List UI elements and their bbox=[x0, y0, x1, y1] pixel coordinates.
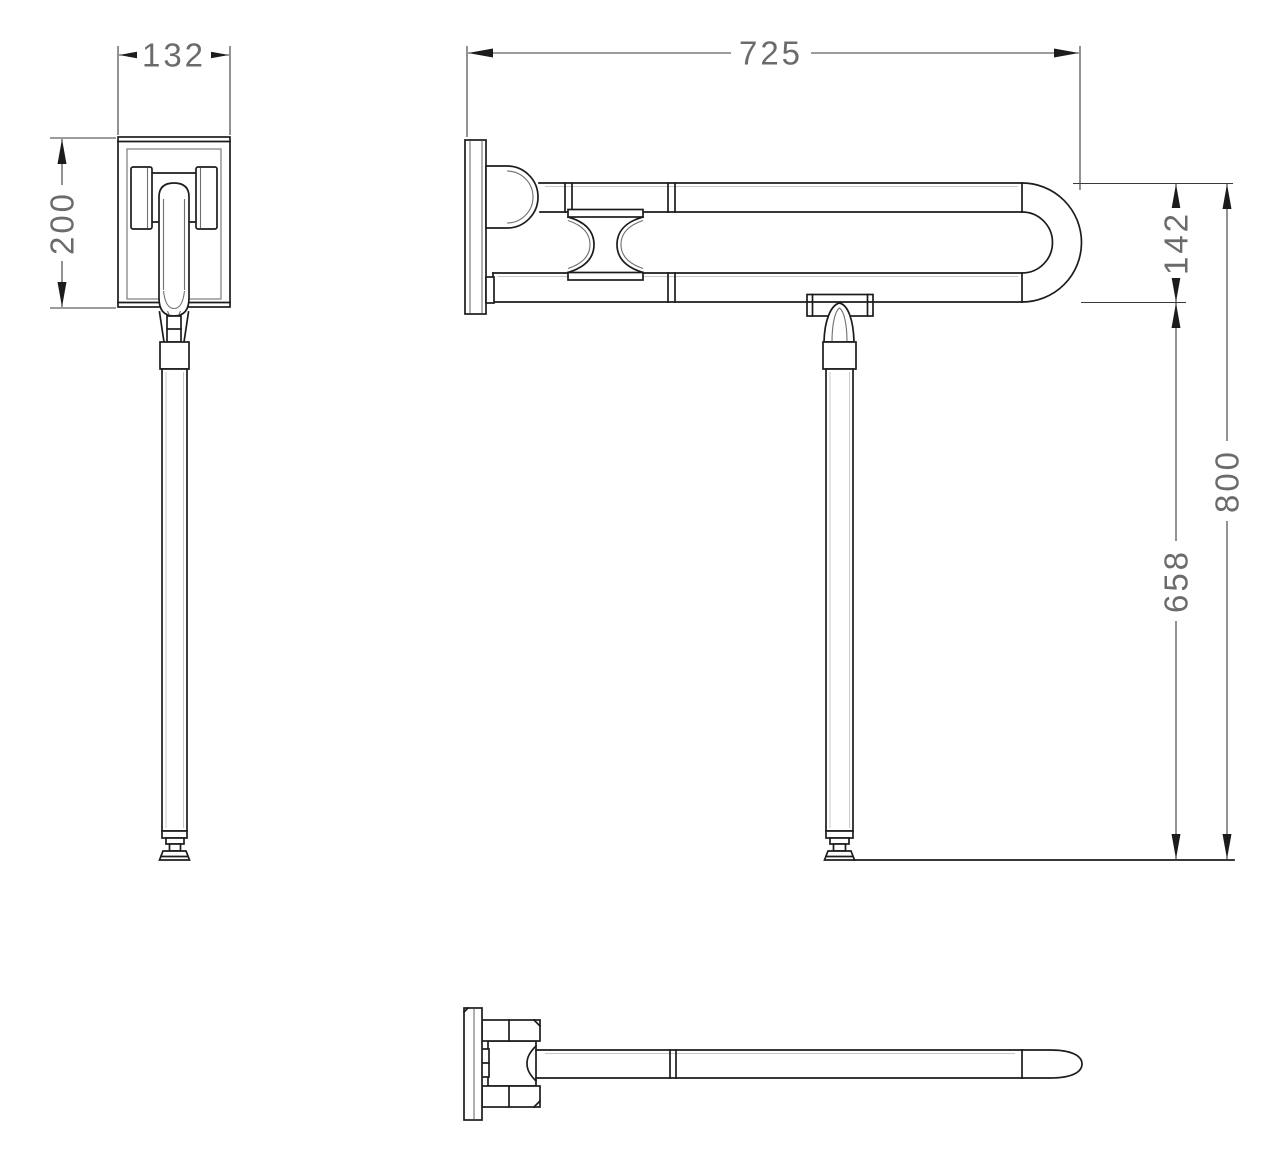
dim-arrow-up-icon bbox=[1171, 303, 1181, 328]
support-leg-side bbox=[825, 368, 854, 832]
pivot-spool bbox=[566, 208, 645, 281]
dim-arrow-down-icon bbox=[57, 282, 67, 307]
mount-roller-right bbox=[195, 166, 218, 230]
dim-leg-height: 658 bbox=[1158, 303, 1195, 859]
dim-arrow-left-icon bbox=[468, 48, 493, 58]
dim-side-length: 725 bbox=[466, 35, 1081, 190]
side-view: 725 bbox=[464, 35, 1246, 861]
dim-arrow-down-icon bbox=[1222, 834, 1232, 859]
hinge-bracket bbox=[485, 165, 539, 229]
leg-foot-front bbox=[158, 830, 191, 861]
dim-arrow-up-icon bbox=[1222, 184, 1232, 209]
dim-arrow-right-icon bbox=[1054, 48, 1079, 58]
wall-plate-side bbox=[464, 139, 487, 315]
leg-hinge-knuckle bbox=[823, 302, 855, 343]
handle-tube-front bbox=[158, 182, 190, 319]
rail-u-bend bbox=[1021, 182, 1083, 303]
dim-arrow-up-icon bbox=[1171, 184, 1181, 209]
mount-roller-left bbox=[130, 166, 153, 230]
support-leg-front bbox=[161, 368, 188, 832]
dim-label-rail-height: 142 bbox=[1158, 211, 1195, 275]
rail-top-tube bbox=[538, 182, 1023, 213]
leg-collar-side bbox=[822, 341, 857, 370]
leg-foot-side bbox=[823, 830, 856, 861]
dim-label-front-width: 132 bbox=[142, 37, 206, 74]
fold-hinge-front bbox=[158, 311, 190, 343]
dim-label-side-length: 725 bbox=[739, 35, 803, 72]
rail-tube-plan bbox=[535, 1049, 1023, 1079]
dim-arrow-down-icon bbox=[1171, 834, 1181, 859]
dim-overall-height: 800 bbox=[1209, 184, 1246, 859]
dim-label-leg-height: 658 bbox=[1158, 549, 1195, 613]
dim-front-width: 132 bbox=[117, 37, 231, 135]
dim-front-height: 200 bbox=[44, 137, 116, 309]
wall-plate-plan bbox=[462, 1006, 483, 1121]
plan-view bbox=[462, 1006, 1083, 1121]
dim-arrow-down-icon bbox=[1171, 277, 1181, 302]
leg-collar-front bbox=[159, 341, 190, 370]
mount-bracket-plan bbox=[480, 1018, 542, 1109]
dim-arrow-up-icon bbox=[57, 139, 67, 164]
front-view: 132 200 bbox=[44, 37, 231, 861]
dim-label-front-height: 200 bbox=[44, 191, 81, 255]
rail-bottom-tube bbox=[485, 272, 1023, 304]
rail-end-cap-plan bbox=[1021, 1049, 1083, 1079]
dim-rail-height: 142 bbox=[1158, 184, 1195, 302]
dim-label-overall-height: 800 bbox=[1209, 449, 1246, 513]
